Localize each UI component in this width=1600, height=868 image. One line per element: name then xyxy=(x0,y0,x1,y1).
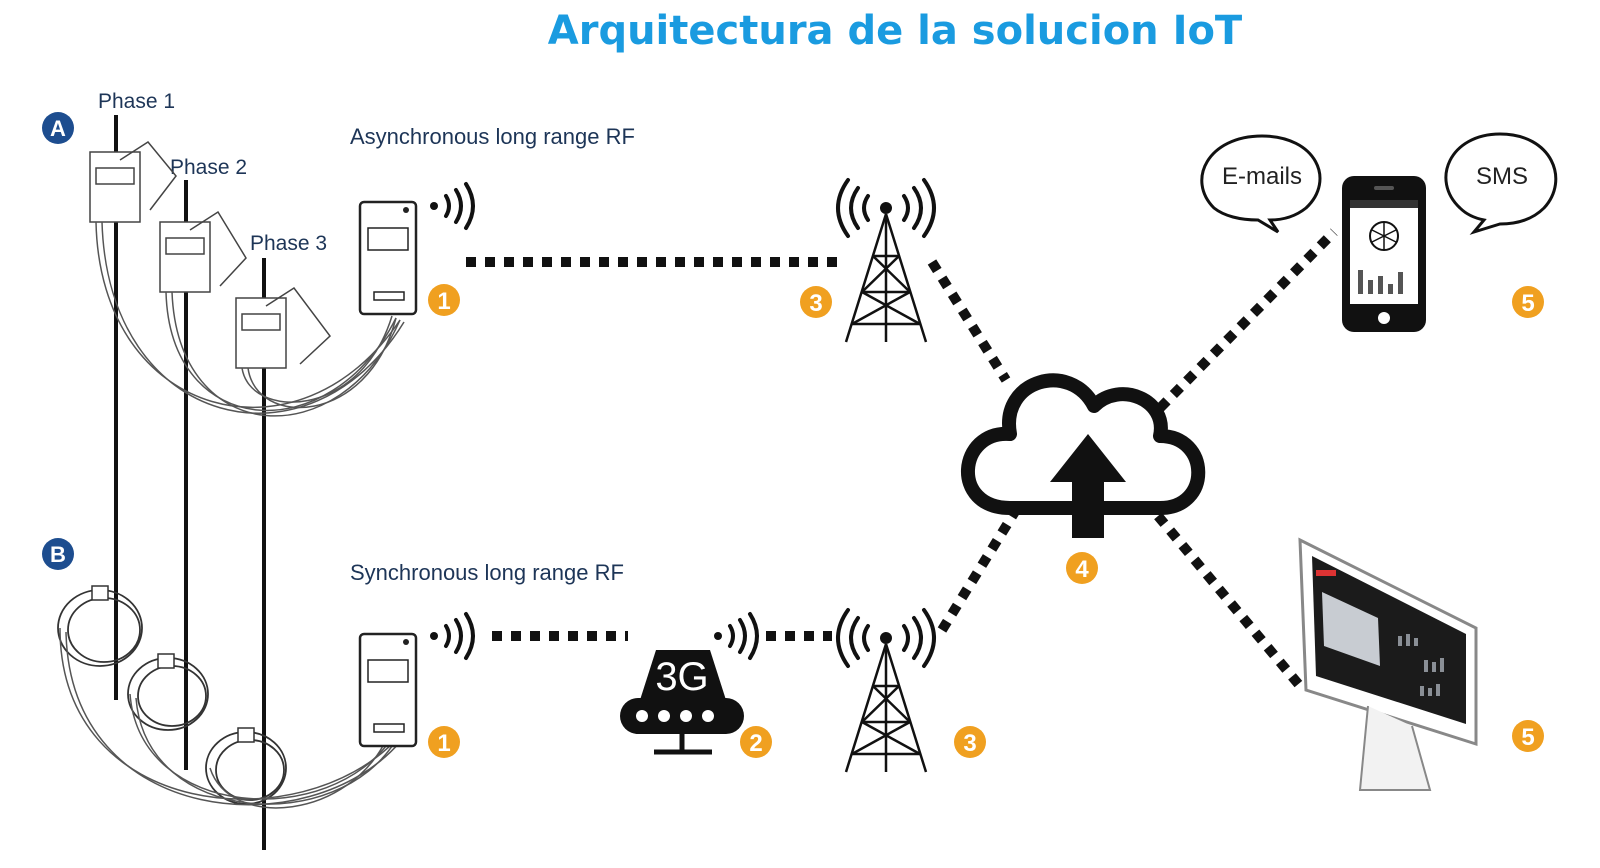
energy-meter-b xyxy=(358,632,418,748)
phase-1-label: Phase 1 xyxy=(98,90,175,113)
cell-tower-b xyxy=(836,608,936,773)
ct-cables-a xyxy=(95,221,405,417)
rf-waves-gateway-icon xyxy=(714,612,759,660)
section-a-badge xyxy=(42,112,74,144)
gateway-3g: 3G xyxy=(620,650,744,755)
step-badge-gateway: 2 xyxy=(740,726,772,758)
email-bubble: E-mails xyxy=(1200,134,1322,234)
rogowski-clip-1 xyxy=(91,585,109,601)
ct-clamp-phase-1 xyxy=(89,141,177,223)
section-a-letter: A xyxy=(50,116,66,141)
dotted-links xyxy=(466,228,1338,690)
smartphone-icon xyxy=(1342,176,1426,332)
svg-text:5: 5 xyxy=(1521,724,1534,751)
desktop-monitor-icon xyxy=(1298,537,1478,791)
svg-text:4: 4 xyxy=(1075,556,1089,583)
link-cloud-to-monitor xyxy=(1154,512,1304,690)
sms-bubble: SMS xyxy=(1444,132,1558,235)
rogowski-clip-3 xyxy=(237,727,255,743)
gateway-3g-label: 3G xyxy=(655,655,708,699)
cloud-icon xyxy=(961,373,1206,538)
sms-label: SMS xyxy=(1476,163,1528,190)
section-b-badge xyxy=(42,538,74,570)
step-badge-cloud: 4 xyxy=(1066,552,1098,584)
rf-waves-meter-b-icon xyxy=(430,612,475,660)
section-b: B xyxy=(42,538,624,809)
coil-cables-b xyxy=(59,627,401,809)
svg-text:3: 3 xyxy=(809,290,822,317)
sync-rf-label: Synchronous long range RF xyxy=(350,560,624,585)
svg-text:1: 1 xyxy=(437,288,450,315)
page-title: Arquitectura de la solucion IoT xyxy=(547,8,1243,54)
energy-meter-a xyxy=(358,200,418,316)
link-tower-a-to-cloud xyxy=(927,259,1011,383)
step-badges: 1 1 2 3 3 4 5 5 xyxy=(428,284,1544,758)
svg-text:1: 1 xyxy=(437,730,450,757)
async-rf-label: Asynchronous long range RF xyxy=(350,124,635,149)
ct-clamp-phase-2 xyxy=(159,210,247,293)
step-badge-tower-a: 3 xyxy=(800,286,832,318)
email-label: E-mails xyxy=(1222,163,1302,190)
svg-text:2: 2 xyxy=(749,730,762,757)
link-tower-b-to-cloud xyxy=(937,507,1021,633)
step-badge-phone: 5 xyxy=(1512,286,1544,318)
svg-text:5: 5 xyxy=(1521,290,1534,317)
cell-tower-a xyxy=(836,178,936,343)
step-badge-monitor: 5 xyxy=(1512,720,1544,752)
link-cloud-to-phone xyxy=(1156,228,1338,412)
section-a: A Phase 1 Phase 2 Phase 3 xyxy=(42,90,635,850)
ct-clamp-phase-3 xyxy=(235,286,332,369)
step-badge-meter-a: 1 xyxy=(428,284,460,316)
section-b-letter: B xyxy=(50,542,66,567)
phase-2-label: Phase 2 xyxy=(170,156,247,179)
step-badge-meter-b: 1 xyxy=(428,726,460,758)
rogowski-clip-2 xyxy=(157,653,175,669)
phase-3-label: Phase 3 xyxy=(250,232,327,255)
svg-text:3: 3 xyxy=(963,730,976,757)
step-badge-tower-b: 3 xyxy=(954,726,986,758)
rf-waves-meter-a-icon xyxy=(430,182,475,230)
